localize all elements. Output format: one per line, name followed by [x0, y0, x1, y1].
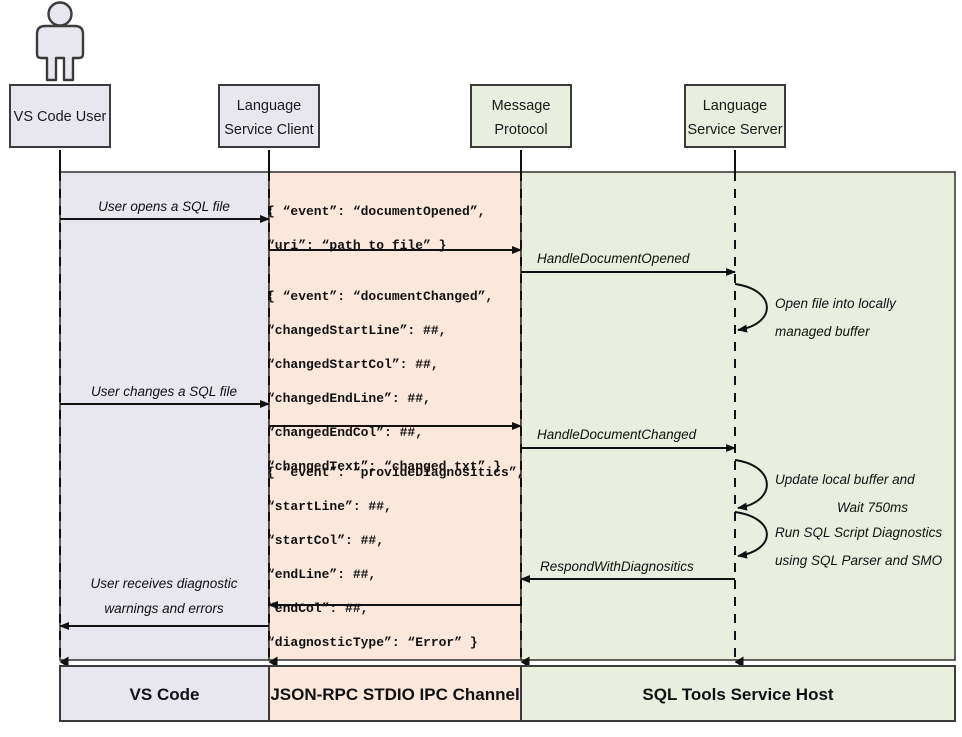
json-document-changed-line: “changedEndCol”: ##, — [267, 425, 423, 440]
msg-user-opens-file-label: User opens a SQL file — [98, 199, 230, 214]
note-update-buffer-wait-label: Wait 750ms — [837, 500, 908, 515]
json-provide-diagnostics-line: “startLine”: ##, — [267, 499, 392, 514]
note-run-diagnostics-self-arc — [734, 511, 768, 559]
messages: User opens a SQL fileHandleDocumentOpene… — [59, 199, 736, 630]
note-run-diagnostics-label: using SQL Parser and SMO — [775, 553, 943, 568]
json-document-changed-line: “changedStartCol”: ##, — [267, 357, 439, 372]
band-vs-code-footer-label: VS Code — [130, 685, 200, 704]
json-document-changed-line: { “event”: “documentChanged”, — [267, 289, 493, 304]
json-document-changed-line: “changedEndLine”: ##, — [267, 391, 431, 406]
band-sql-tools-region — [520, 171, 956, 661]
participant-box-language-service-server[interactable] — [684, 84, 786, 148]
band-sql-tools-footer[interactable] — [520, 665, 956, 722]
msg-handle-document-changed-label: HandleDocumentChanged — [537, 427, 697, 442]
json-provide-diagnostics-line: “diagnosticType”: “Error” } — [267, 635, 478, 650]
participant-label-language-service-client: Language — [237, 98, 302, 114]
note-open-file-buffer-label: Open file into locally — [775, 296, 897, 311]
msg-respond-with-diagnostics-label: RespondWithDiagnositics — [540, 559, 694, 574]
participant-label-message-protocol: Message — [492, 98, 551, 114]
footer-bands: VS Code JSON-RPC STDIO IPC Channel SQL Too… — [59, 665, 956, 722]
json-document-changed-line: “changedText”: “changed txt” } — [267, 459, 501, 474]
msg-handle-document-opened-label: HandleDocumentOpened — [537, 251, 690, 266]
participant-label-language-service-server: Service Server — [687, 122, 782, 138]
participant-box-vs-code-user[interactable] — [9, 84, 111, 148]
note-open-file-buffer-label: managed buffer — [775, 324, 870, 339]
json-document-changed-line: “changedStartLine”: ##, — [267, 323, 446, 338]
note-update-buffer-wait-self-arc — [734, 459, 768, 511]
json-provide-diagnostics-line: “endLine”: ##, — [267, 567, 376, 582]
self-call-notes: Open file into locally managed bufferUpda… — [734, 283, 943, 568]
json-document-opened-line: { “event”: “documentOpened”, — [267, 204, 485, 219]
json-document-opened-line: “uri”: “path_to_file” } — [267, 238, 446, 253]
band-json-rpc-footer-label: JSON-RPC STDIO IPC Channel — [270, 685, 519, 704]
participant-label-vs-code-user: VS Code User — [14, 109, 107, 125]
json-payload-blocks: { “event”: “documentOpened”, “uri”: “pat… — [267, 204, 524, 650]
msg-user-changes-file-label: User changes a SQL file — [91, 384, 237, 399]
lifeline-bands — [59, 171, 956, 661]
participant-label-language-service-server: Language — [703, 98, 768, 114]
participant-box-message-protocol[interactable] — [470, 84, 572, 148]
note-run-diagnostics-label: Run SQL Script Diagnostics — [775, 525, 942, 540]
msg-user-receives-diagnostics-label: warnings and errors — [104, 601, 224, 616]
json-provide-diagnostics-line: { “event”: “provideDiagnositics”, — [267, 465, 524, 480]
msg-user-receives-diagnostics-label: User receives diagnostic — [90, 576, 237, 591]
band-json-rpc-region — [268, 171, 522, 661]
actor-head-icon — [47, 1, 73, 27]
json-provide-diagnostics-line: “startCol”: ##, — [267, 533, 384, 548]
participant-box-language-service-client[interactable] — [218, 84, 320, 148]
actor-figure — [35, 1, 85, 82]
band-json-rpc-footer[interactable] — [268, 665, 522, 722]
band-vs-code-region — [59, 171, 270, 661]
band-vs-code-footer[interactable] — [59, 665, 270, 722]
note-open-file-buffer-self-arc — [734, 283, 768, 333]
actor-body-icon — [35, 24, 85, 82]
participant-label-message-protocol: Protocol — [494, 122, 547, 138]
json-provide-diagnostics-line: “endCol”: ##, — [267, 601, 368, 616]
note-update-buffer-wait-label: Update local buffer and — [775, 472, 915, 487]
participant-label-language-service-client: Service Client — [224, 122, 313, 138]
band-sql-tools-footer-label: SQL Tools Service Host — [642, 685, 833, 704]
